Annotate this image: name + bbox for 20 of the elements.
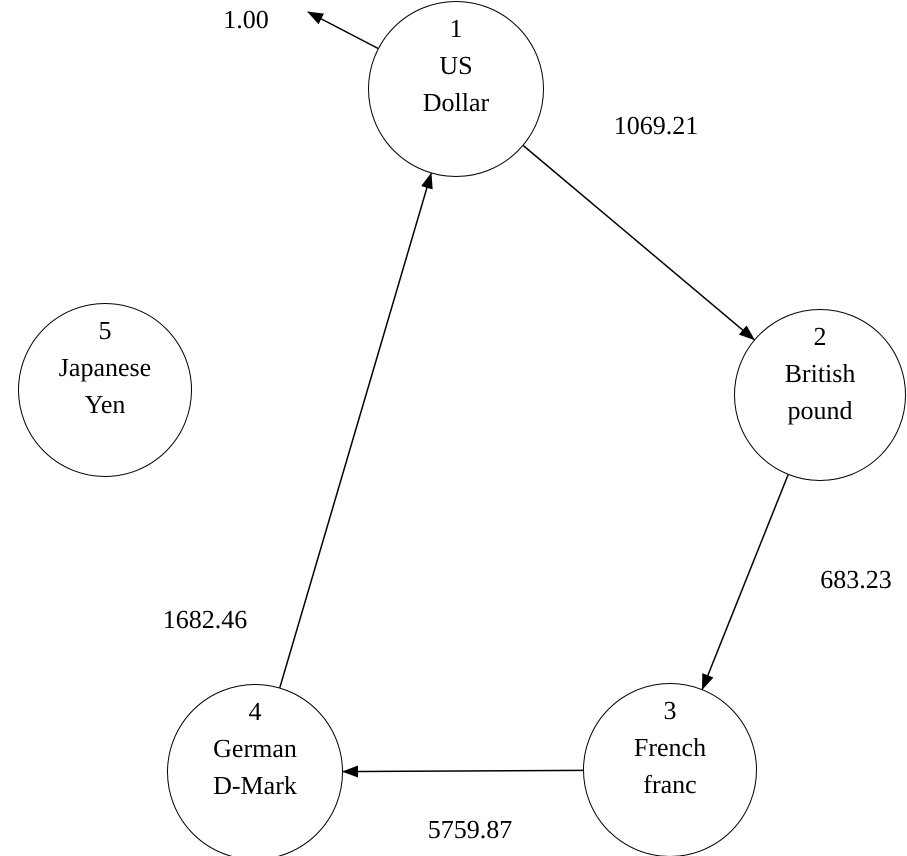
node-number: 5 [98, 315, 112, 347]
arrow [702, 474, 789, 690]
arrow [522, 145, 755, 340]
node-number: 1 [448, 13, 464, 45]
arrow [342, 766, 583, 778]
arrow [307, 11, 378, 50]
currency-name: US Dollar [422, 50, 490, 119]
node-number: 2 [812, 321, 828, 353]
node-number: 4 [248, 696, 262, 728]
currency-name: French franc [632, 732, 708, 801]
edge-label: 5759.87 [428, 815, 512, 845]
edge-label: 1069.21 [614, 111, 698, 141]
arrow [279, 172, 433, 688]
edge-label: 683.23 [820, 565, 892, 595]
node-number: 3 [662, 695, 678, 727]
currency-name: British pound [784, 358, 856, 427]
currency-name: German D-Mark [212, 733, 298, 802]
currency-name: Japanese Yen [58, 352, 152, 421]
edge-label: 1682.46 [162, 605, 248, 635]
edge-label: 1.00 [223, 5, 269, 35]
